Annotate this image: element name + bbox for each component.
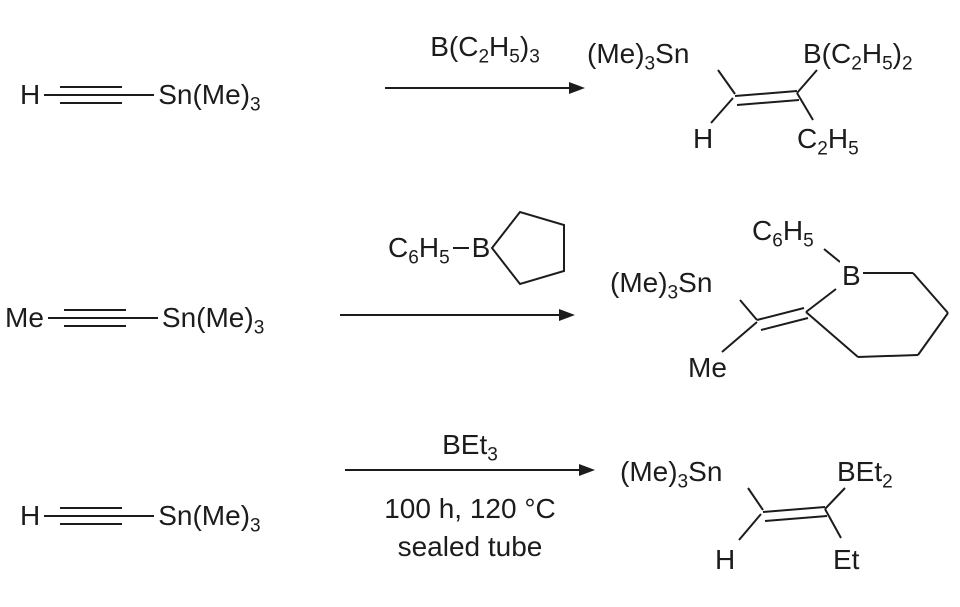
- reaction1-reagent-label: B(C2H5)3: [430, 31, 540, 68]
- reactant3-right-label: Sn(Me)3: [158, 500, 261, 537]
- product1-stannyl-label: (Me)3Sn: [587, 38, 690, 75]
- reaction3-reactant: H Sn(Me)3: [20, 500, 261, 537]
- borinane-alkene-skeleton: [721, 248, 949, 358]
- reactant2-right-label: Sn(Me)3: [161, 302, 265, 339]
- product1-h-label: H: [693, 123, 714, 154]
- product3-boryl-label: BEt2: [837, 456, 893, 493]
- reagent2-boron-label: B: [471, 232, 491, 263]
- reaction3-conditions-line1: 100 h, 120 °C: [384, 493, 556, 524]
- reagent2-phenyl-label: C6H5: [388, 232, 450, 269]
- alkene-skeleton: [710, 69, 818, 124]
- reaction2-arrow: [340, 309, 575, 321]
- borolane-ring: [491, 210, 566, 286]
- reaction1-product: (Me)3Sn B(C2H5)2 H C2H5: [585, 28, 960, 168]
- triple-bond: [44, 86, 155, 104]
- reaction3-reagent-label: BEt3: [442, 429, 498, 466]
- reaction2-reagent: C6H5 B: [388, 205, 570, 291]
- product1-ethyl-label: C2H5: [797, 123, 859, 160]
- reaction2-product: (Me)3Sn C6H5 B Me: [600, 212, 960, 397]
- product2-methyl-label: Me: [688, 352, 727, 383]
- triple-bond: [47, 309, 158, 327]
- alkene-skeleton: [738, 487, 846, 541]
- product3-stannyl-label: (Me)3Sn: [620, 456, 723, 493]
- triple-bond: [44, 507, 155, 525]
- reactant3-left-label: H: [20, 500, 41, 531]
- reactant1-right-label: Sn(Me)3: [158, 79, 261, 116]
- product2-boron-label: B: [840, 260, 863, 292]
- product2-phenyl-label: C6H5: [752, 215, 814, 252]
- phenyl-boron-bond: [452, 247, 469, 249]
- reaction3-product: (Me)3Sn BEt2 H Et: [615, 448, 950, 593]
- reaction3-conditions-line2: sealed tube: [397, 531, 543, 562]
- reactant2-left-label: Me: [5, 302, 44, 333]
- product2-stannyl-label: (Me)3Sn: [610, 267, 713, 304]
- reaction3-arrow: [345, 464, 595, 476]
- reaction1-reactant: H Sn(Me)3: [20, 79, 261, 116]
- product3-ethyl-label: Et: [833, 544, 860, 575]
- reaction2-reactant: Me Sn(Me)3: [5, 302, 265, 339]
- reactant1-left-label: H: [20, 79, 41, 110]
- product1-boryl-label: B(C2H5)2: [803, 38, 913, 75]
- reaction1-arrow: [385, 82, 585, 94]
- product3-h-label: H: [715, 544, 736, 575]
